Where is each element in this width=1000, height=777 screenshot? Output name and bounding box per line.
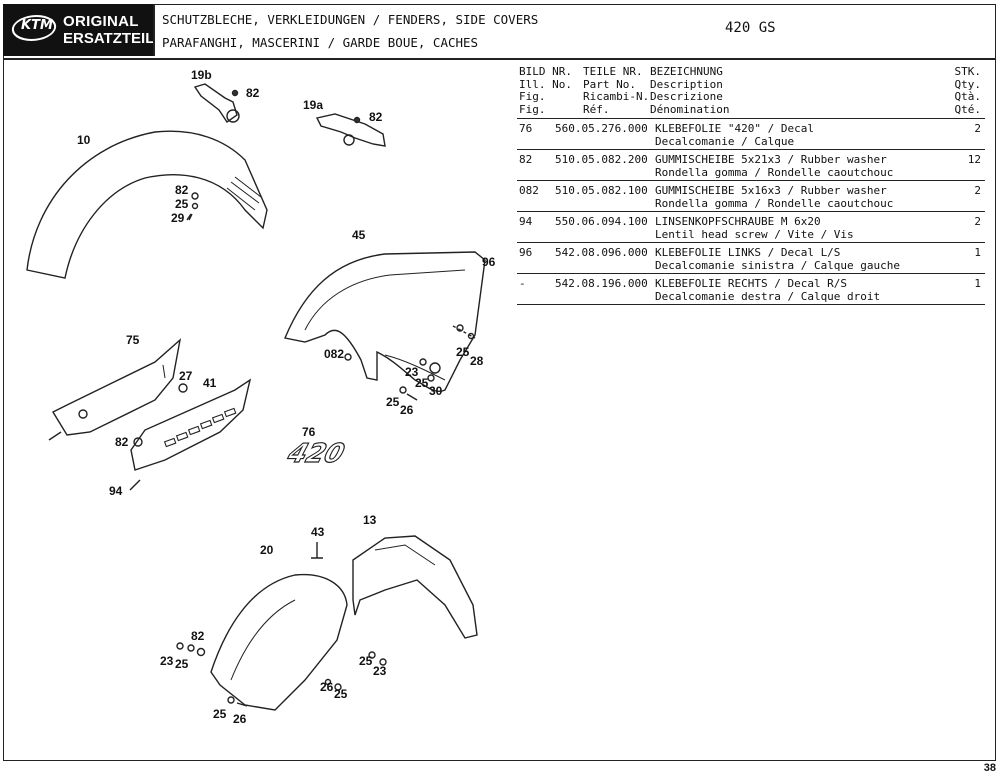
callout-96: 96 (482, 255, 496, 269)
row-description: GUMMISCHEIBE 5x16x3 / Rubber washer Rond… (655, 184, 894, 210)
row-description: KLEBEFOLIE "420" / Decal Decalcomanie / … (655, 122, 814, 148)
callout-23: 23 (373, 664, 387, 678)
row-description: KLEBEFOLIE LINKS / Decal L/S Decalcomani… (655, 246, 901, 272)
ktm-logo: KTM ORIGINAL ERSATZTEILE (3, 4, 164, 56)
logo-line-original: ORIGINAL (63, 13, 139, 30)
parts-table-header: BILD NR. Ill. No. Fig. Fig. TEILE NR. Pa… (517, 64, 985, 119)
callout-82: 82 (246, 86, 260, 100)
callout-25: 25 (175, 657, 189, 671)
page-number: 38 (983, 762, 996, 774)
row-fig: 82 (519, 153, 533, 166)
bracket-19a (315, 113, 386, 147)
row-part-number: 542.08.096.000 (555, 246, 648, 259)
row-description: GUMMISCHEIBE 5x21x3 / Rubber washer Rond… (655, 153, 894, 179)
callout-19a: 19a (303, 98, 324, 112)
callout-82: 82 (191, 629, 205, 643)
table-row: 082 510.05.082.100 GUMMISCHEIBE 5x16x3 /… (517, 181, 985, 212)
header-divider (153, 4, 155, 56)
row-fig: 94 (519, 215, 533, 228)
table-row: 82 510.05.082.200 GUMMISCHEIBE 5x21x3 / … (517, 150, 985, 181)
callout-82: 82 (175, 183, 189, 197)
logo-line-ersatzteile: ERSATZTEILE (63, 30, 165, 47)
callout-75: 75 (126, 333, 140, 347)
rear-mudguard-20 (210, 573, 348, 711)
section-title-line2: PARAFANGHI, MASCERINI / GARDE BOUE, CACH… (162, 35, 479, 50)
side-panel-41 (130, 378, 252, 471)
callout-10: 10 (77, 133, 91, 147)
row-part-number: 560.05.276.000 (555, 122, 648, 135)
callout-25: 25 (386, 395, 400, 409)
row-fig: 082 (519, 184, 539, 197)
callout-25: 25 (213, 707, 227, 721)
row-part-number: 550.06.094.100 (555, 215, 648, 228)
rear-cover-45 (284, 251, 486, 392)
callout-26: 26 (233, 712, 247, 726)
table-row: - 542.08.196.000 KLEBEFOLIE RECHTS / Dec… (517, 274, 985, 305)
callout-30: 30 (429, 384, 443, 398)
callout-82: 82 (115, 435, 129, 449)
row-qty: 1 (974, 277, 981, 290)
callout-28: 28 (470, 354, 484, 368)
row-fig: - (519, 277, 526, 290)
callout-25: 25 (456, 345, 470, 359)
row-description: KLEBEFOLIE RECHTS / Decal R/S Decalcoman… (655, 277, 881, 303)
table-row: 96 542.08.096.000 KLEBEFOLIE LINKS / Dec… (517, 243, 985, 274)
logo-mark: KTM (21, 18, 53, 33)
callout-27: 27 (179, 369, 193, 383)
row-part-number: 510.05.082.100 (555, 184, 648, 197)
callout-082: 082 (324, 347, 345, 361)
side-panel-75 (52, 338, 182, 436)
callout-25: 25 (334, 687, 348, 701)
header-fig: BILD NR. Ill. No. Fig. Fig. (519, 65, 572, 116)
callout-41: 41 (203, 376, 217, 390)
row-qty: 12 (967, 153, 981, 166)
page-frame (3, 4, 996, 761)
front-fender-10 (26, 130, 268, 279)
callout-43: 43 (311, 525, 325, 539)
callout-19b: 19b (191, 68, 212, 82)
row-fig: 96 (519, 246, 533, 259)
callout-25: 25 (175, 197, 189, 211)
callout-23: 23 (160, 654, 174, 668)
row-part-number: 510.05.082.200 (555, 153, 648, 166)
row-qty: 2 (974, 215, 981, 228)
rear-fender-13 (352, 535, 478, 639)
section-title-line1: SCHUTZBLECHE, VERKLEIDUNGEN / FENDERS, S… (162, 12, 539, 27)
parts-drawing: 420 (26, 83, 486, 711)
callout-45: 45 (352, 228, 366, 242)
row-fig: 76 (519, 122, 533, 135)
bracket-19b (193, 83, 238, 123)
header-desc: BEZEICHNUNG Description Descrizione Déno… (650, 65, 730, 116)
callout-26: 26 (400, 403, 414, 417)
callout-26: 26 (320, 680, 334, 694)
callout-82: 82 (369, 110, 383, 124)
row-qty: 2 (974, 184, 981, 197)
row-qty: 1 (974, 246, 981, 259)
table-row: 76 560.05.276.000 KLEBEFOLIE "420" / Dec… (517, 119, 985, 150)
callout-25: 25 (415, 376, 429, 390)
decal-420-graphic: 420 (283, 439, 348, 469)
row-qty: 2 (974, 122, 981, 135)
callout-29: 29 (171, 211, 185, 225)
callout-94: 94 (109, 484, 123, 498)
callout-25: 25 (359, 654, 373, 668)
row-description: LINSENKOPFSCHRAUBE M 6x20 Lentil head sc… (655, 215, 854, 241)
header-part: TEILE NR. Part No. Ricambi-N. Réf. (583, 65, 650, 116)
exploded-parts-diagram: 420 19b 82 19a 82 10 82 25 29 45 96 082 … (5, 60, 510, 755)
table-row: 94 550.06.094.100 LINSENKOPFSCHRAUBE M 6… (517, 212, 985, 243)
callout-13: 13 (363, 513, 377, 527)
callout-20: 20 (260, 543, 274, 557)
row-part-number: 542.08.196.000 (555, 277, 648, 290)
page-header (3, 4, 996, 60)
parts-table: BILD NR. Ill. No. Fig. Fig. TEILE NR. Pa… (517, 64, 985, 305)
callout-23: 23 (405, 365, 419, 379)
model-label: 420 GS (725, 20, 776, 36)
header-qty: STK. Qty. Qtà. Qté. (954, 65, 982, 116)
callout-76: 76 (302, 425, 316, 439)
bolt-43 (311, 542, 323, 559)
